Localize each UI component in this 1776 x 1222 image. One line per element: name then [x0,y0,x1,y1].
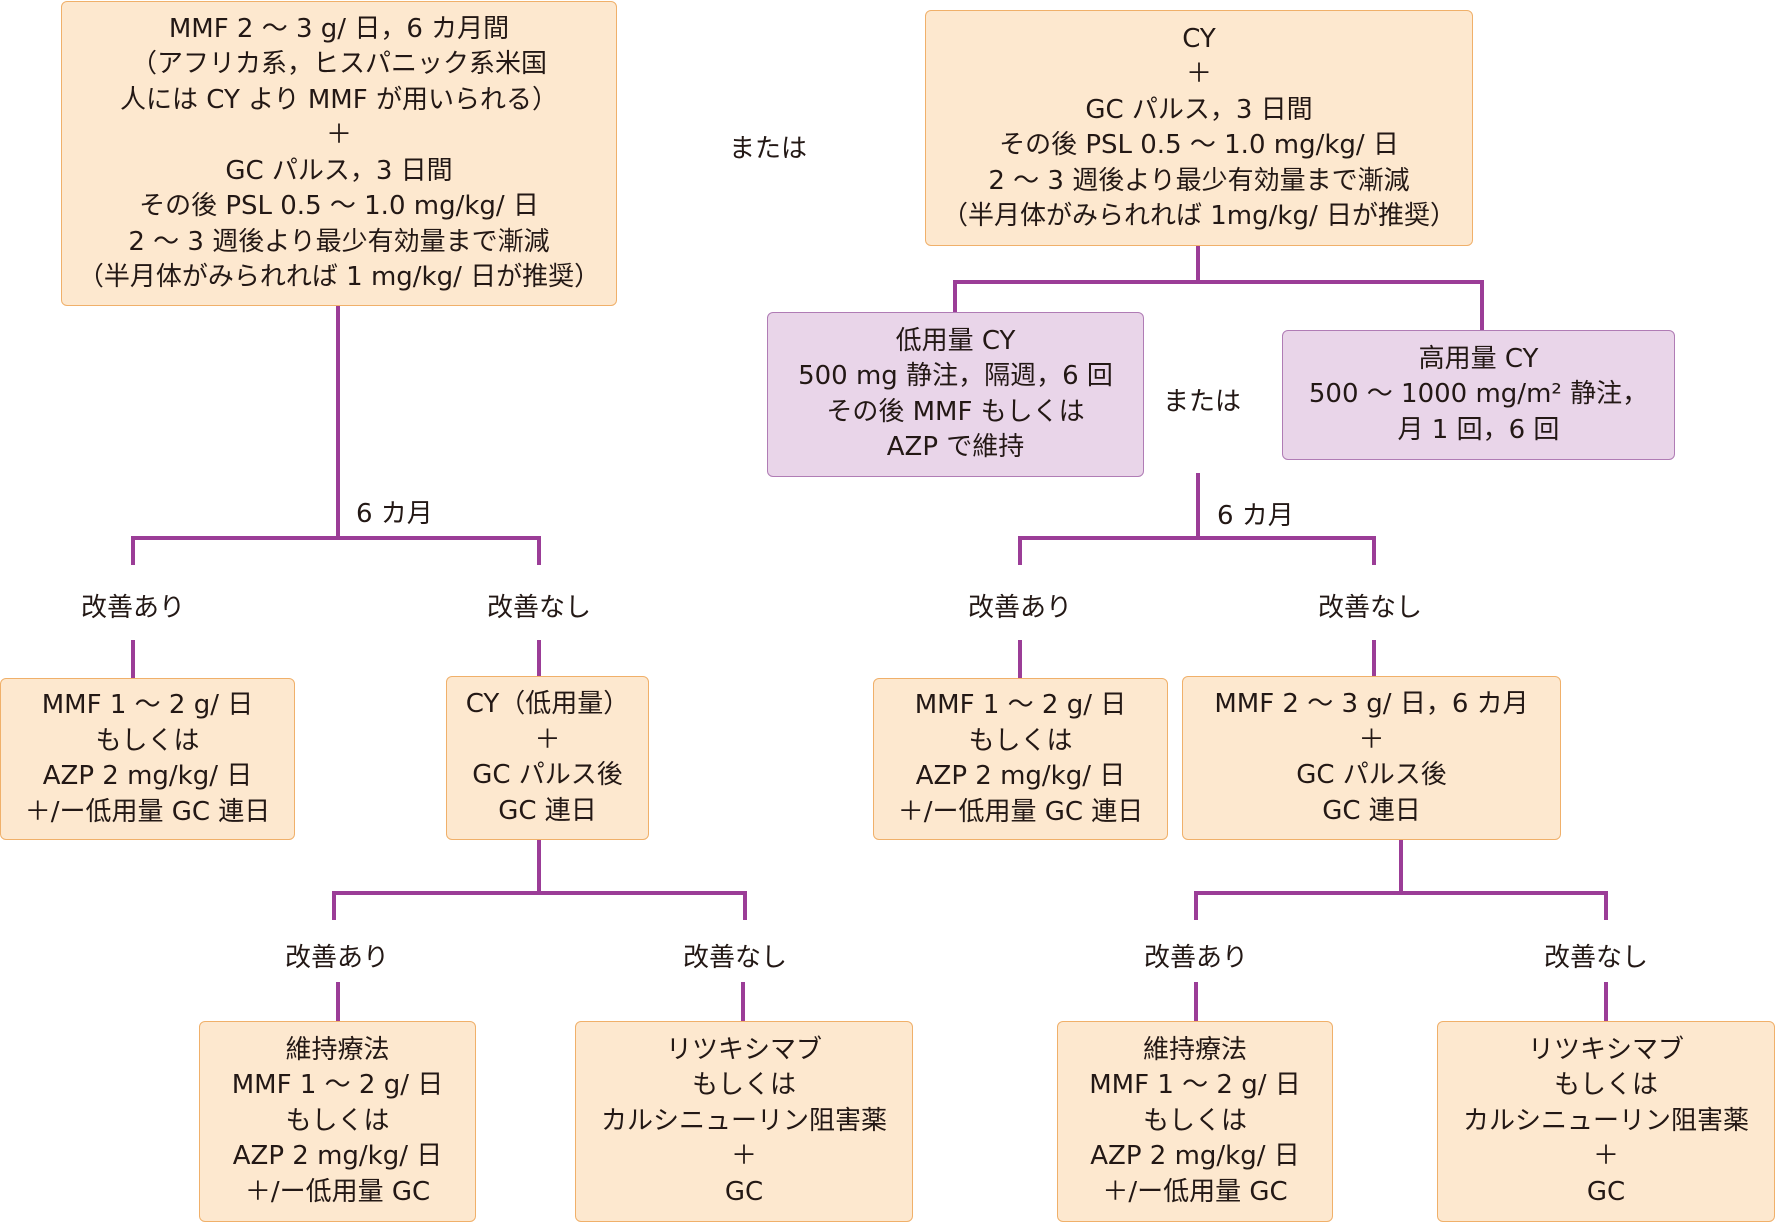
improved-label-right-lower: 改善あり [1143,943,1249,973]
mmf-initial-box: MMF 2 ～ 3 g/ 日，6 カ月間 （アフリカ系，ヒスパニック系米国人には … [61,1,617,306]
box-text-line: ＋ [1592,1141,1619,1172]
box-text-line: （半月体がみられれば 1mg/kg/ 日が推奨） [942,201,1456,231]
box-text-line: もしくは [691,1070,796,1101]
box-text-line: （アフリカ系，ヒスパニック系米国 [130,49,547,79]
six-months-label-left: 6 カ月 [356,499,433,529]
box-text-line: MMF 1 ～ 2 g/ 日 [914,690,1127,720]
connector-right-lower-split [1194,891,1608,920]
box-text-line: もしくは [95,725,200,756]
connector-left-lower-split [332,891,747,920]
box-text-line: CY [1182,23,1216,54]
box-text-line: MMF 2 ～ 3 g/ 日，6 カ月間 [168,13,510,44]
box-text-line: ＋ [534,724,561,755]
box-text-line: もしくは [285,1105,390,1136]
improved-label-right: 改善あり [967,593,1073,623]
box-text-line: 月 1 回，6 回 [1397,414,1560,445]
box-text-line: もしくは [968,725,1073,756]
or-label-top: または [728,134,808,164]
not-improved-label-left: 改善なし [486,593,592,623]
box-text-line: ＋/ー低用量 GC 連日 [24,796,271,827]
not-improved-label-right-lower: 改善なし [1543,943,1649,973]
box-text-line: GC パルス，3 日間 [225,155,453,186]
box-text-line: GC パルス後 [472,760,623,790]
box-text-line: その後 MMF もしくは [826,396,1085,427]
not-improved-label-right: 改善なし [1317,593,1423,623]
box-text-line: ＋ [1358,724,1385,755]
box-text-line: GC 連日 [1322,795,1421,826]
box-text-line: GC パルス後 [1296,760,1447,790]
box-text-line: カルシニューリン阻害薬 [1462,1105,1749,1136]
box-text-line: ＋ [325,120,352,150]
connector-right-dose-split [953,280,1484,330]
box-text-line: AZP で維持 [886,432,1025,462]
box-text-line: その後 PSL 0.5 ～ 1.0 mg/kg/ 日 [139,191,539,221]
box-text-line: カルシニューリン阻害薬 [600,1105,887,1136]
box-text-line: その後 PSL 0.5 ～ 1.0 mg/kg/ 日 [999,130,1399,160]
right-not-improved-box: MMF 2 ～ 3 g/ 日，6 カ月 ＋ GC パルス後 GC 連日 [1182,676,1561,840]
box-text-line: AZP 2 mg/kg/ 日 [915,761,1126,791]
box-text-line: GC [724,1176,764,1207]
not-improved-label-left-lower: 改善なし [682,943,788,973]
right-maintenance-box: 維持療法 MMF 1 ～ 2 g/ 日もしくは AZP 2 mg/kg/ 日 ＋/ー低… [1057,1021,1333,1222]
box-text-line: 維持療法 [1142,1034,1247,1065]
box-text-line: 500 mg 静注，隔週，6 回 [798,361,1113,391]
box-text-line: リツキシマブ [665,1034,822,1065]
box-text-line: CY（低用量） [465,689,630,719]
box-text-line: ＋/ー低用量 GC [1102,1176,1288,1207]
box-text-line: 500 ～ 1000 mg/m² 静注， [1308,379,1649,410]
box-text-line: （半月体がみられれば 1 mg/kg/ 日が推奨） [77,262,601,292]
box-text-line: ＋ [1185,59,1212,89]
box-text-line: GC 連日 [498,795,597,826]
box-text-line: 維持療法 [285,1034,390,1065]
improved-label-left: 改善あり [80,593,186,623]
box-text-line: GC [1586,1176,1626,1207]
box-text-line: AZP 2 mg/kg/ 日 [42,761,253,791]
box-text-line: リツキシマブ [1527,1034,1684,1065]
six-months-label-right: 6 カ月 [1217,501,1294,531]
connector-left-split [131,536,541,565]
box-text-line: ＋/ー低用量 GC 連日 [897,796,1144,827]
cy-initial-box: CY ＋ GC パルス，3 日間その後 PSL 0.5 ～ 1.0 mg/kg/ 日… [925,10,1473,246]
box-text-line: GC パルス，3 日間 [1085,94,1313,125]
left-not-improved-box: CY（低用量） ＋ GC パルス後 GC 連日 [446,676,649,840]
box-text-line: ＋ [730,1141,757,1172]
box-text-line: 低用量 CY [895,325,1016,356]
box-text-line: MMF 1 ～ 2 g/ 日 [231,1070,444,1101]
high-dose-cy-box: 高用量 CY 500 ～ 1000 mg/m² 静注， 月 1 回，6 回 [1282,330,1675,460]
left-rituximab-box: リツキシマブもしくはカルシニューリン阻害薬 ＋ GC [575,1021,913,1222]
right-improved-box: MMF 1 ～ 2 g/ 日もしくは AZP 2 mg/kg/ 日 ＋/ー低用量 G… [873,678,1168,840]
box-text-line: 高用量 CY [1418,343,1539,374]
low-dose-cy-box: 低用量 CY 500 mg 静注，隔週，6 回その後 MMF もしくは AZP で維… [767,312,1144,477]
box-text-line: 2 ～ 3 週後より最少有効量まで漸減 [988,165,1410,196]
box-text-line: AZP 2 mg/kg/ 日 [232,1141,443,1172]
box-text-line: MMF 1 ～ 2 g/ 日 [1089,1070,1301,1101]
box-text-line: 2 ～ 3 週後より最少有効量まで漸減 [128,226,550,257]
or-label-middle: または [1162,387,1242,417]
box-text-line: もしくは [1142,1105,1247,1136]
connector-right-split [1018,536,1376,565]
box-text-line: AZP 2 mg/kg/ 日 [1090,1141,1300,1172]
improved-label-left-lower: 改善あり [284,943,390,973]
box-text-line: MMF 1 ～ 2 g/ 日 [41,690,254,720]
left-maintenance-box: 維持療法 MMF 1 ～ 2 g/ 日もしくは AZP 2 mg/kg/ 日 ＋/ー低… [199,1021,476,1222]
box-text-line: もしくは [1553,1070,1658,1101]
box-text-line: 人には CY より MMF が用いられる） [120,84,558,115]
box-text-line: MMF 2 ～ 3 g/ 日，6 カ月 [1214,689,1529,719]
left-improved-box: MMF 1 ～ 2 g/ 日もしくは AZP 2 mg/kg/ 日 ＋/ー低用量 G… [0,678,295,840]
box-text-line: ＋/ー低用量 GC [244,1176,431,1207]
right-rituximab-box: リツキシマブもしくはカルシニューリン阻害薬 ＋ GC [1437,1021,1775,1222]
